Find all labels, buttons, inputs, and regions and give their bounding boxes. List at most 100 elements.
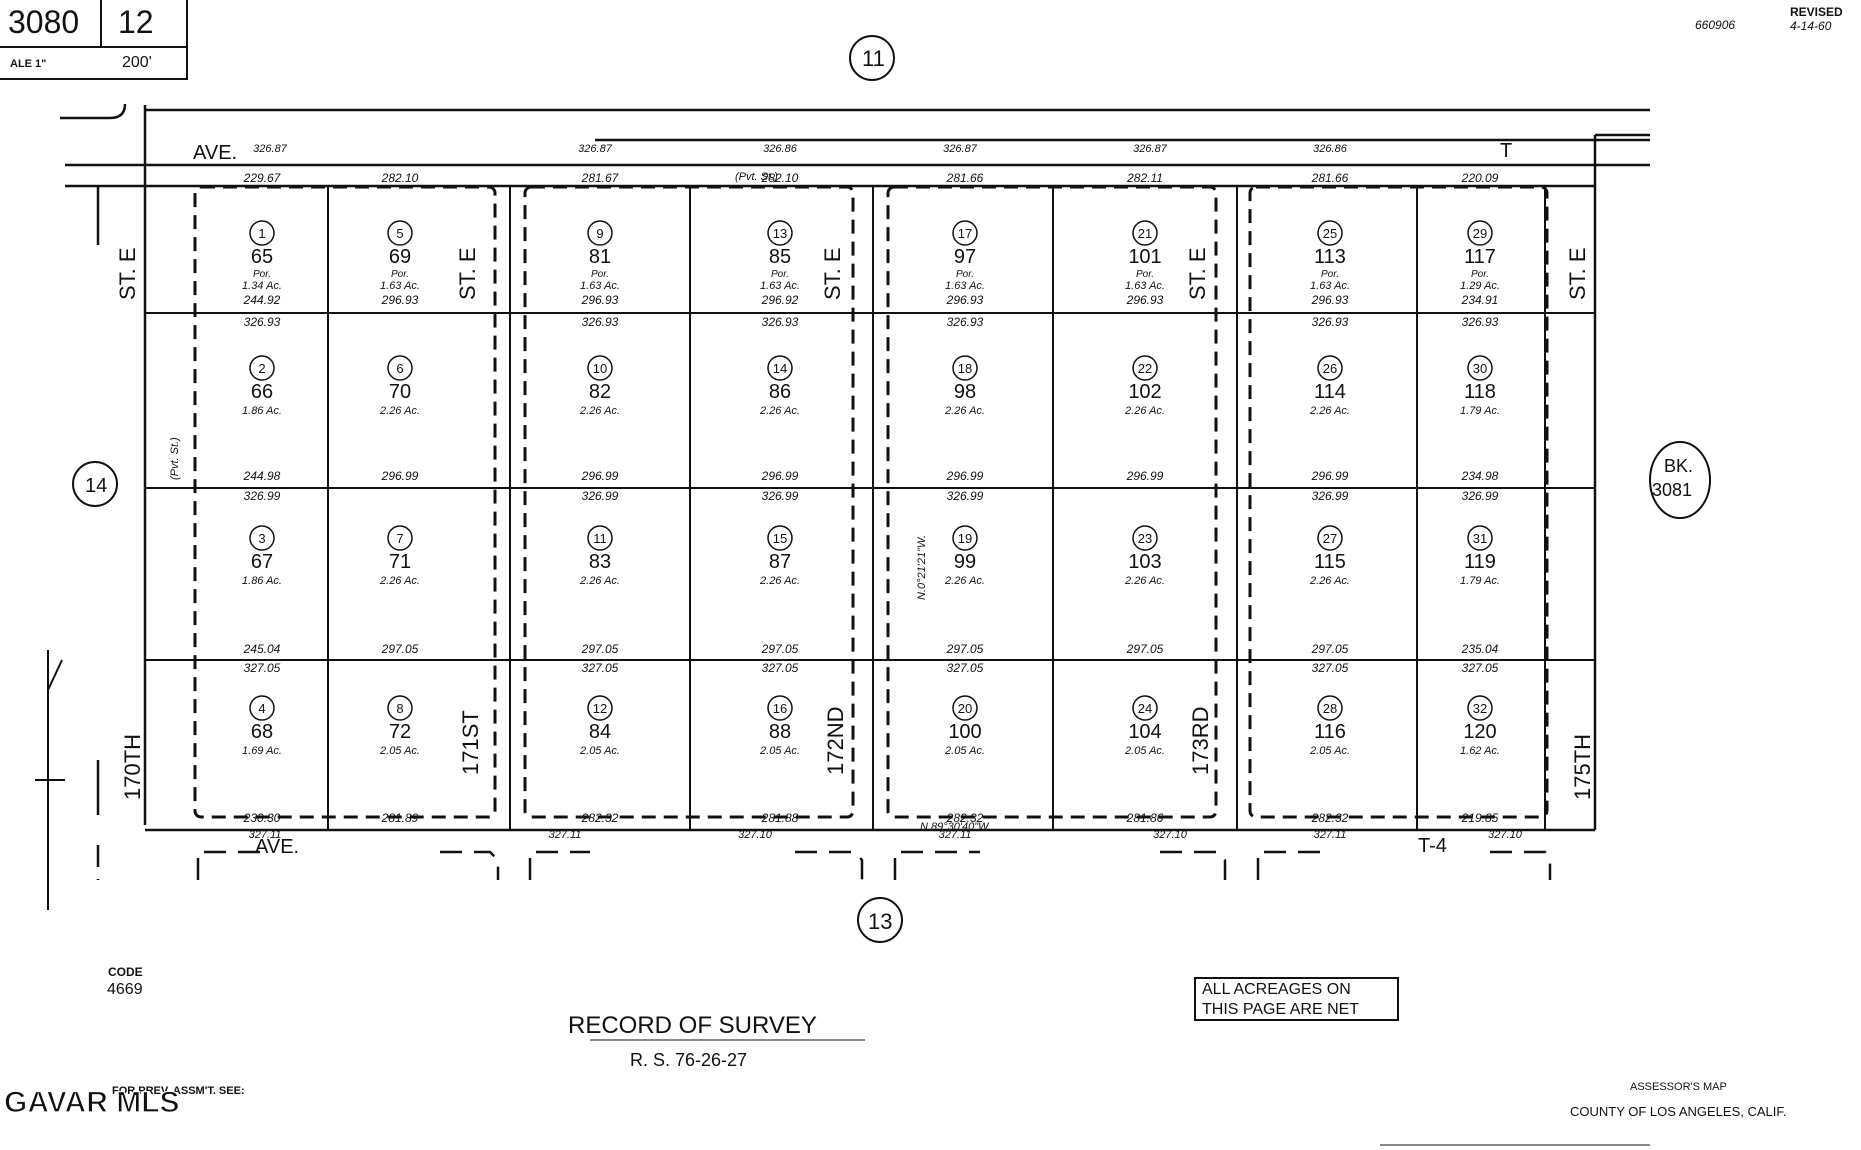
assessor-county: COUNTY OF LOS ANGELES, CALIF. [1570,1104,1787,1119]
column-width: 296.99 [581,469,619,483]
row-total-width: 326.99 [582,489,619,503]
acreage-note-box [1194,977,1399,1021]
st-e-3: ST. E [1185,247,1210,300]
column-width: 296.99 [381,469,419,483]
outer-width-bottom: 327.10 [738,829,773,841]
lot-note: Por. [1471,269,1489,280]
lot-acreage: 1.63 Ac. [580,280,620,292]
lot-number: 20 [958,701,972,716]
outer-width-bottom: 327.11 [939,829,972,841]
lot-number-circle [587,355,613,381]
lot-acreage: 1.69 Ac. [242,745,282,757]
row-total-width: 327.05 [947,661,984,675]
lot-number: 25 [1323,226,1337,241]
column-width: 296.93 [1311,293,1349,307]
lot-number: 15 [773,531,787,546]
lot-number: 11 [593,531,607,546]
parcel-number: 68 [251,721,273,743]
parcel-number: 120 [1463,721,1496,743]
map-title: RECORD OF SURVEY [568,1012,817,1039]
lot-acreage: 2.26 Ac. [579,575,620,587]
lot-number-circle [952,220,978,246]
lot-number-circle [387,525,413,551]
lot-number-circle [387,220,413,246]
lot-20: 20 100 2.05 Ac. [944,695,985,757]
lot-number: 6 [396,361,403,376]
lot-number: 12 [593,701,607,716]
parcel-number: 115 [1314,551,1346,573]
lot-acreage: 1.63 Ac. [760,280,800,292]
row-total-width: 326.93 [762,315,799,329]
lot-number: 27 [1323,531,1337,546]
lot-acreage: 2.26 Ac. [379,405,420,417]
watermark: GAVAR MLS [4,1086,180,1119]
lot-acreage: 2.05 Ac. [579,745,620,757]
parcel-number: 100 [948,721,981,743]
outer-width-top: 326.86 [1313,143,1348,155]
lot-number-circle [1467,695,1493,721]
row-total-width: 326.99 [1312,489,1349,503]
doc-number: 660906 [1695,18,1736,32]
column-width: 220.09 [1461,171,1499,185]
lot-acreage: 1.63 Ac. [380,280,420,292]
lot-acreage: 1.79 Ac. [1460,405,1500,417]
parcel-number: 117 [1464,246,1496,268]
parcel-number: 66 [251,381,273,403]
private-street-west: (Pvt. St.) [169,437,181,480]
cross-street-173rd: 173RD [1188,707,1213,775]
parcel-number: 87 [769,551,791,573]
parcel-number: 98 [954,381,976,403]
parcel-number: 116 [1314,721,1346,743]
lot-number: 8 [396,701,403,716]
header-divider [100,0,102,46]
adjoining-east-label: BK. [1664,456,1693,476]
row-total-width: 326.99 [762,489,799,503]
parcel-number: 86 [769,381,791,403]
lot-acreage: 2.26 Ac. [759,575,800,587]
st-e-1: ST. E [455,247,480,300]
parcel-number: 103 [1128,551,1161,573]
parcel-number: 69 [389,246,411,268]
lot-acreage: 2.05 Ac. [944,745,985,757]
east-st-e: ST. E [1565,247,1590,300]
lot-acreage: 2.05 Ac. [379,745,420,757]
lot-number: 2 [258,361,265,376]
row-total-width: 327.05 [244,661,281,675]
west-st-e: ST. E [115,247,140,300]
lot-number: 29 [1473,226,1487,241]
lot-number-circle [587,695,613,721]
outer-width-bottom: 327.11 [249,829,282,841]
column-width: 296.99 [1311,469,1349,483]
south-ave-suffix: T-4 [1418,835,1447,857]
acreage-note-line-1: ALL ACREAGES ON [1202,981,1351,998]
lot-number: 21 [1138,226,1152,241]
lot-number: 19 [958,531,972,546]
column-width: 282.10 [761,171,799,185]
parcel-number: 72 [389,721,411,743]
column-width: 229.67 [243,171,282,185]
lot-acreage: 1.29 Ac. [1460,280,1500,292]
lot-acreage: 2.26 Ac. [759,405,800,417]
outer-width-bottom: 327.10 [1488,829,1523,841]
lot-number-circle [249,355,275,381]
row-total-width: 326.99 [1462,489,1499,503]
row-total-width: 326.93 [582,315,619,329]
lot-number-circle [1317,525,1343,551]
column-width: 282.32 [946,811,984,825]
north-ave-label: AVE. [193,142,237,164]
parcel-number: 71 [389,551,411,573]
lot-number-circle [249,220,275,246]
